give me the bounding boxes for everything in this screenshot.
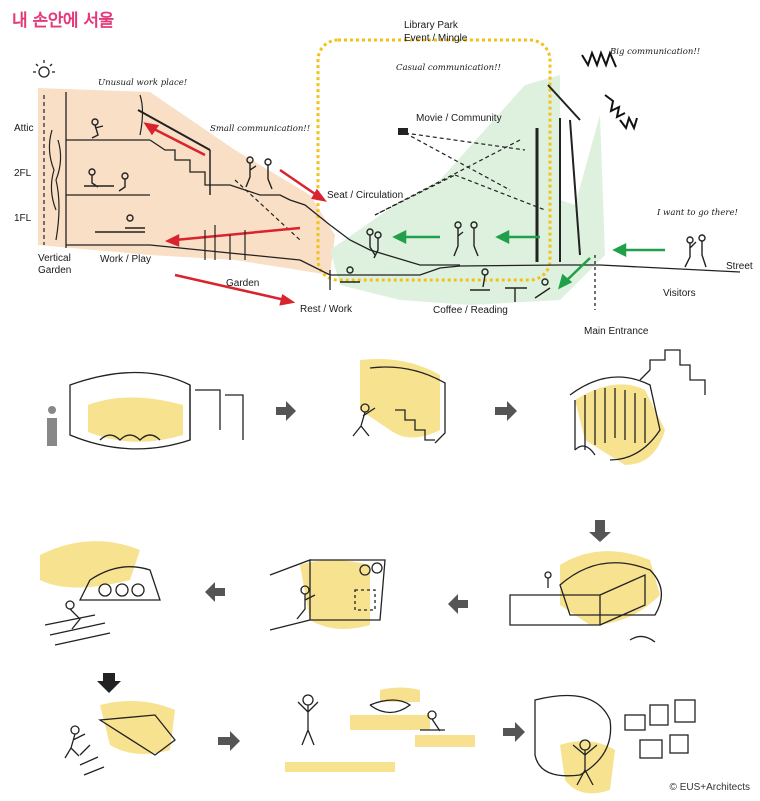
label-garden: Garden xyxy=(226,278,260,289)
label-rest-work: Rest / Work xyxy=(300,304,353,315)
note-want-go: I want to go there! xyxy=(657,208,738,218)
header-line2: Event / Mingle xyxy=(404,33,468,44)
floor-label-1fl: 1FL xyxy=(14,213,32,224)
floor-label-attic: Attic xyxy=(14,123,34,134)
note-unusual: Unusual work place! xyxy=(98,78,188,88)
label-garden-vert: Garden xyxy=(38,265,72,276)
projector-icon xyxy=(398,128,408,135)
figures xyxy=(84,118,707,302)
plants xyxy=(48,94,246,260)
note-casual-comm: Casual communication!! xyxy=(396,63,501,73)
building-section xyxy=(65,84,741,310)
squiggle-marks xyxy=(581,50,638,131)
label-movie-community: Movie / Community xyxy=(416,113,502,124)
label-coffee-reading: Coffee / Reading xyxy=(433,305,508,316)
red-arrows xyxy=(143,122,327,306)
site-logo: 내 손안에 서울 xyxy=(12,11,114,31)
orange-zone xyxy=(38,88,335,275)
label-main-entrance: Main Entrance xyxy=(584,326,649,337)
library-park-box xyxy=(316,38,552,282)
sequence-sketches xyxy=(40,349,706,794)
sight-lines xyxy=(234,132,546,241)
label-street: Street xyxy=(726,261,753,272)
floor-label-2fl: 2FL xyxy=(14,168,32,179)
note-big-comm: Big communication!! xyxy=(610,47,701,57)
sun-icon xyxy=(33,60,55,78)
label-work-play: Work / Play xyxy=(100,254,151,265)
label-vertical: Vertical xyxy=(38,253,71,264)
label-seat-circulation: Seat / Circulation xyxy=(327,190,404,201)
label-visitors: Visitors xyxy=(663,288,696,299)
credit-text: © EUS+Architects xyxy=(669,782,750,793)
step-arrows xyxy=(97,401,611,751)
note-small-comm: Small communication!! xyxy=(210,124,311,134)
green-arrows xyxy=(392,229,665,290)
header-line1: Library Park xyxy=(404,20,458,31)
